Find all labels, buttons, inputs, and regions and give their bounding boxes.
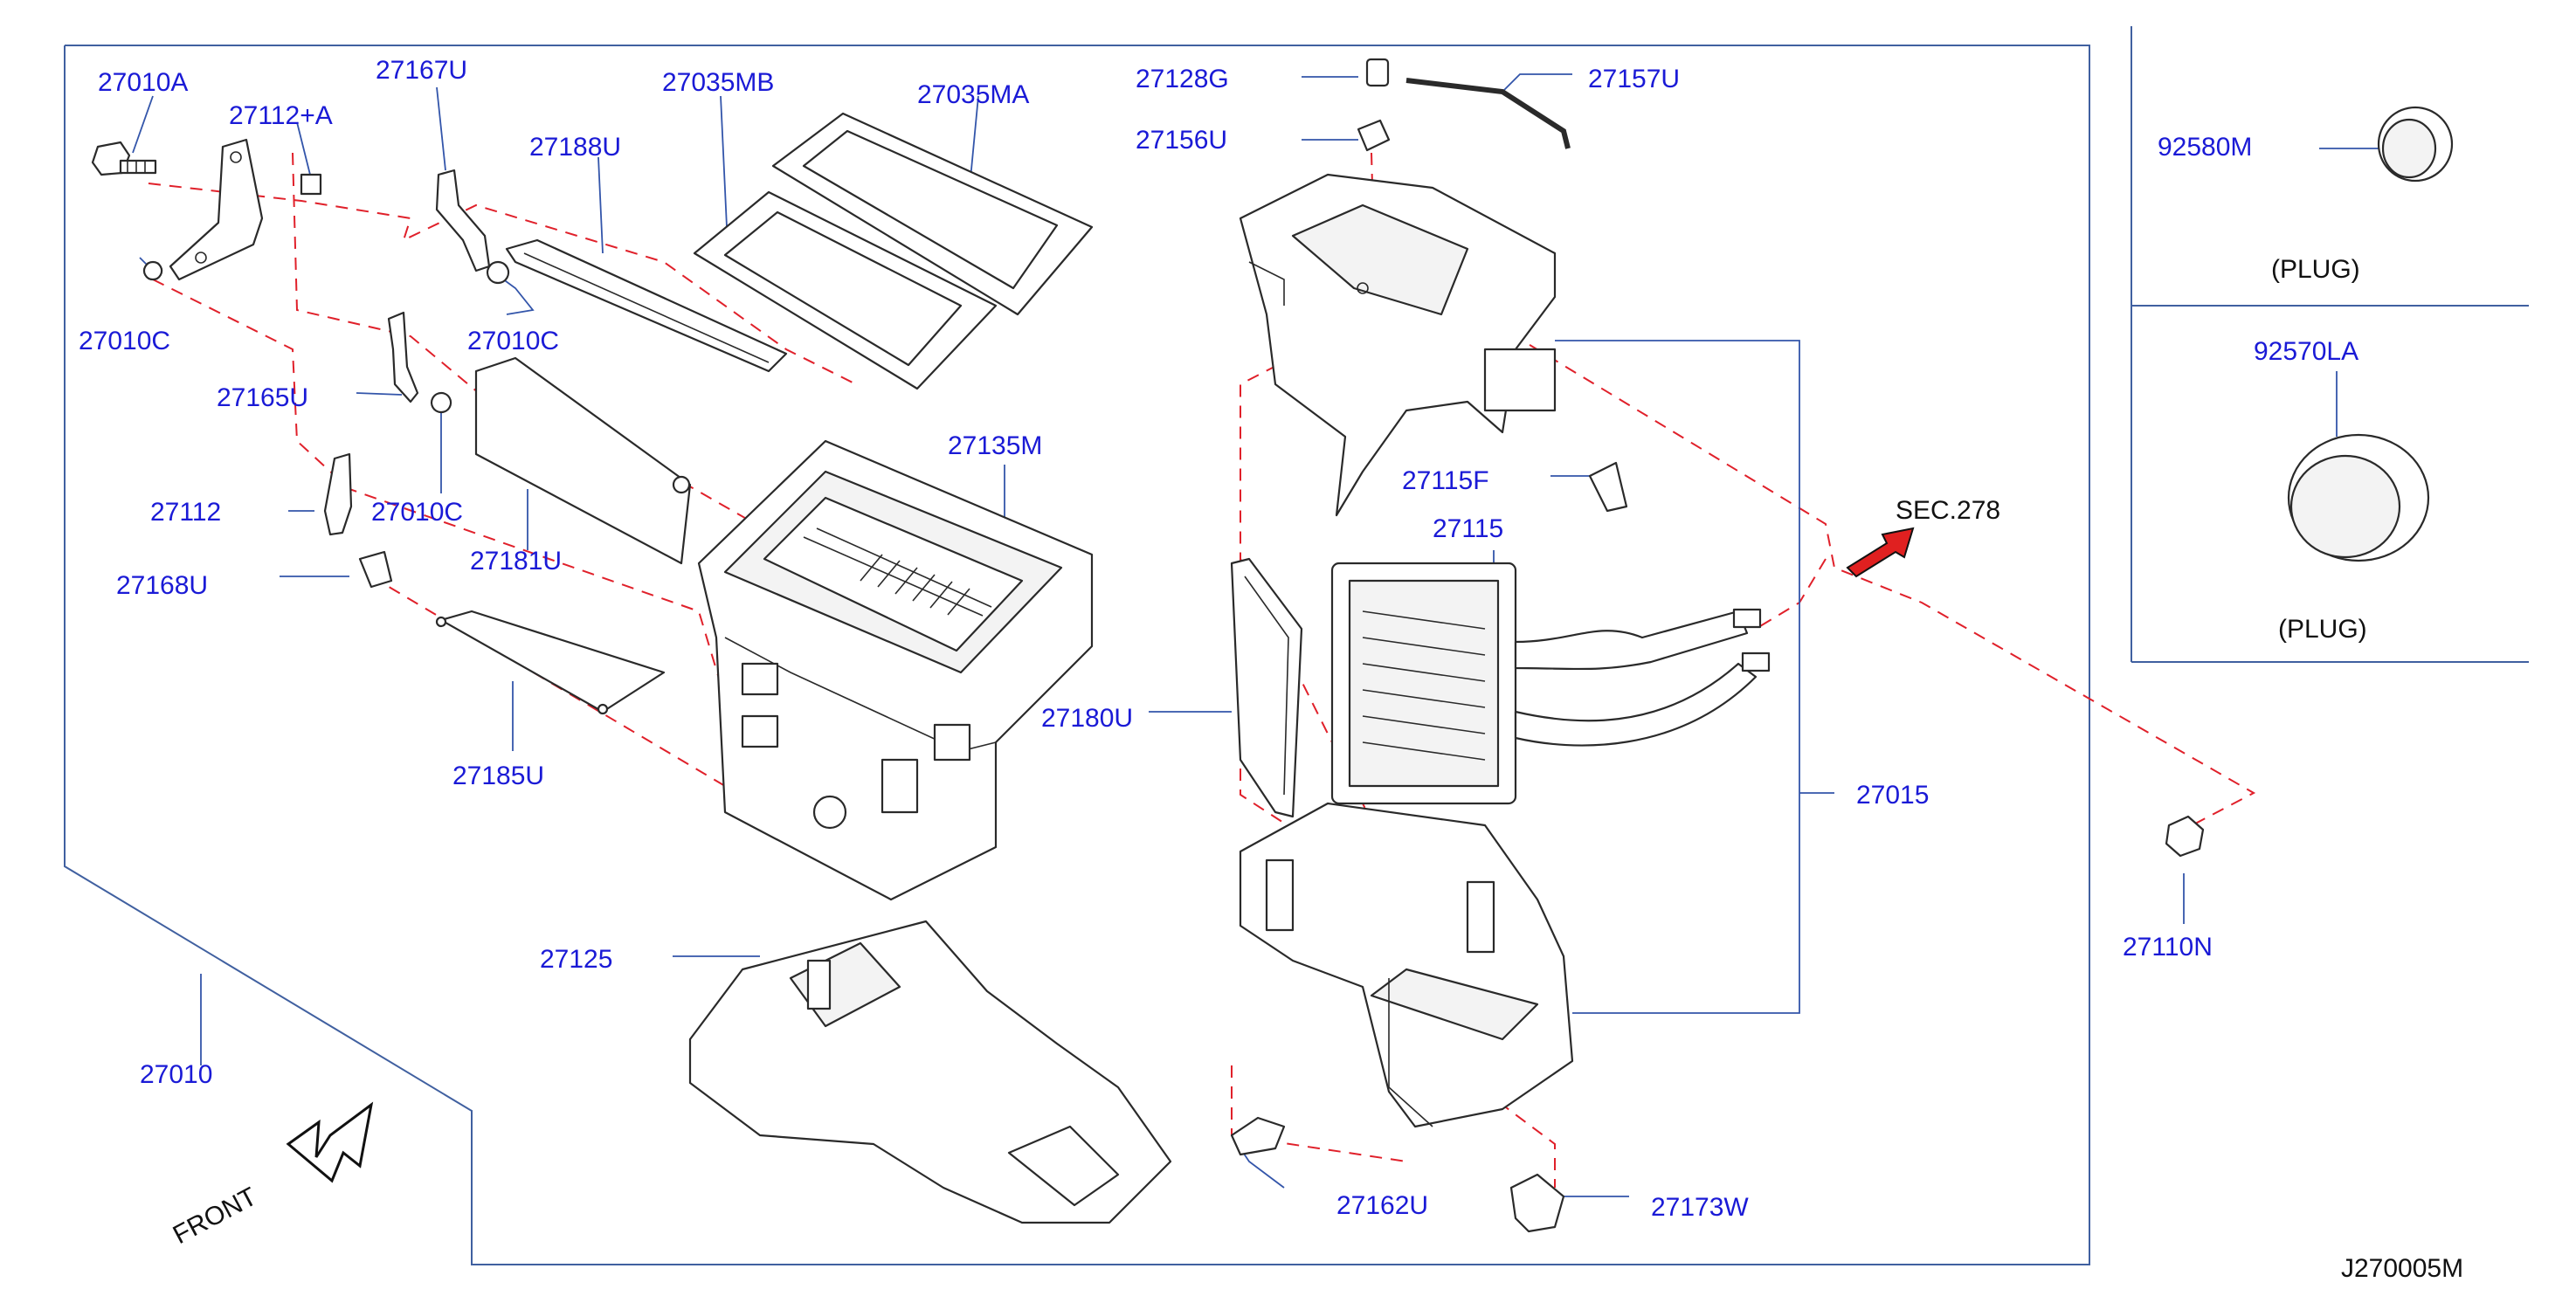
- part-label-27173W: 27173W: [1651, 1193, 1749, 1222]
- heater-core-27115: [1330, 562, 1771, 805]
- clip-27173W: [1509, 1173, 1565, 1233]
- part-label-27165U: 27165U: [217, 383, 308, 412]
- clip-27162U: [1230, 1116, 1286, 1156]
- front-label: FRONT: [169, 1182, 262, 1251]
- main-assembly-frame: [64, 45, 2090, 1265]
- heater-case-27135M: [697, 439, 1094, 901]
- clip-27010C-a: [142, 260, 163, 281]
- sec-278-arrow: [1846, 527, 1915, 578]
- clip-27128G: [1365, 58, 1390, 87]
- part-label-27010: 27010: [140, 1060, 212, 1089]
- door-27185U: [435, 610, 666, 715]
- clip-27156U: [1357, 119, 1391, 152]
- rod-27157U: [1405, 78, 1571, 149]
- leader-lines: [132, 73, 2380, 1197]
- part-label-92570LA: 92570LA: [2254, 337, 2358, 366]
- part-label-92580M: 92580M: [2158, 133, 2252, 162]
- part-label-27162U: 27162U: [1336, 1191, 1428, 1220]
- part-label-27167U: 27167U: [376, 56, 467, 85]
- front-arrow: [286, 1101, 374, 1183]
- part-label-27168U: 27168U: [116, 571, 208, 600]
- part-label-27180U: 27180U: [1041, 704, 1133, 733]
- link-27112: [323, 452, 353, 536]
- part-label-27035MA: 27035MA: [917, 80, 1029, 109]
- door-27188U: [505, 238, 788, 373]
- part-label-27010C-a: 27010C: [79, 327, 170, 355]
- plug-label-2: (PLUG): [2278, 615, 2367, 644]
- part-label-27181U: 27181U: [470, 547, 562, 576]
- part-label-27157U: 27157U: [1588, 65, 1680, 93]
- lever-27167U: [435, 169, 491, 272]
- part-label-27115: 27115: [1433, 514, 1503, 543]
- lower-duct-27125: [688, 920, 1172, 1224]
- part-label-27110N: 27110N: [2123, 933, 2213, 962]
- part-label-27010C-c: 27010C: [371, 498, 463, 527]
- bracket-27168U: [358, 550, 393, 589]
- part-label-27015: 27015: [1856, 781, 1929, 810]
- part-label-27185U: 27185U: [452, 762, 544, 790]
- part-label-27115F: 27115F: [1402, 466, 1489, 495]
- part-label-27125: 27125: [540, 945, 612, 974]
- assembly-dashed-lines: [148, 152, 2256, 1188]
- clip-27010C-c: [430, 391, 452, 414]
- drawing-code: J270005M: [2341, 1254, 2463, 1283]
- door-27180U: [1230, 557, 1303, 818]
- bracket-27115F: [1588, 461, 1628, 513]
- sec-ref-label: SEC.278: [1896, 496, 2000, 525]
- clip-27010C-b: [486, 260, 510, 285]
- part-label-27135M: 27135M: [948, 431, 1042, 460]
- upper-housing-27015: [1239, 173, 1557, 517]
- plug-label-1: (PLUG): [2271, 255, 2360, 284]
- door-27181U: [474, 356, 692, 565]
- plug-92580M: [2377, 106, 2454, 183]
- part-label-27188U: 27188U: [529, 133, 621, 162]
- filter-frame-27035MA: [771, 112, 1094, 316]
- part-label-27112A: 27112+A: [229, 101, 333, 130]
- bolt-27010A: [91, 141, 157, 176]
- part-label-27128G: 27128G: [1136, 65, 1229, 93]
- part-label-27035MB: 27035MB: [662, 68, 774, 97]
- part-label-27010C-b: 27010C: [467, 327, 559, 355]
- part-label-27156U: 27156U: [1136, 126, 1227, 155]
- part-label-27112: 27112: [150, 498, 221, 527]
- part-label-27010A: 27010A: [98, 68, 188, 97]
- plug-92570LA: [2287, 433, 2430, 562]
- filter-frame-27035MB: [693, 190, 998, 390]
- lever-27165U: [387, 311, 419, 403]
- lower-housing-27015: [1239, 802, 1574, 1128]
- nut-27110N: [2165, 815, 2205, 858]
- link-27112A: [169, 138, 322, 281]
